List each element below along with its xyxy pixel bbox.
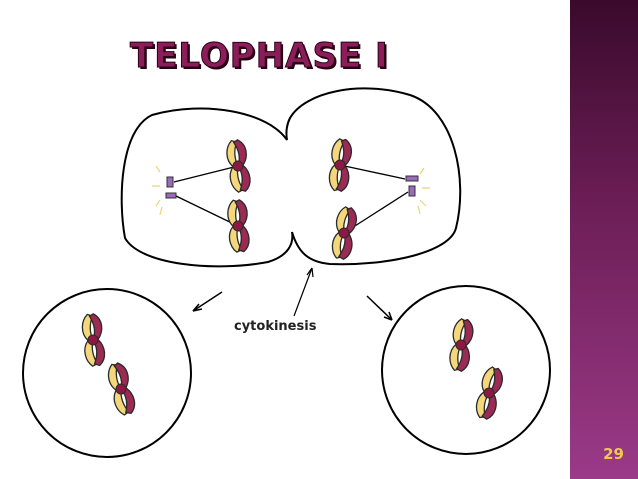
arrow-right-daughter [366,295,393,321]
arrow-cytokinesis [293,267,314,317]
right-centrosome [405,167,430,215]
arrow-left-daughter [192,291,223,312]
slide-number: 29 [603,445,624,463]
spindle-fiber [175,195,239,227]
dividing-cell [120,87,462,268]
right-daughter-cell [381,285,551,455]
slide-sidebar: 29 [570,0,638,479]
left-centrosome [152,165,177,216]
cytokinesis-label: cytokinesis [234,319,317,334]
spindle-fiber [173,165,239,183]
slide-title: TELOPHASE I [130,36,389,77]
left-daughter-cell [22,288,192,458]
spindle-fiber [339,164,406,180]
